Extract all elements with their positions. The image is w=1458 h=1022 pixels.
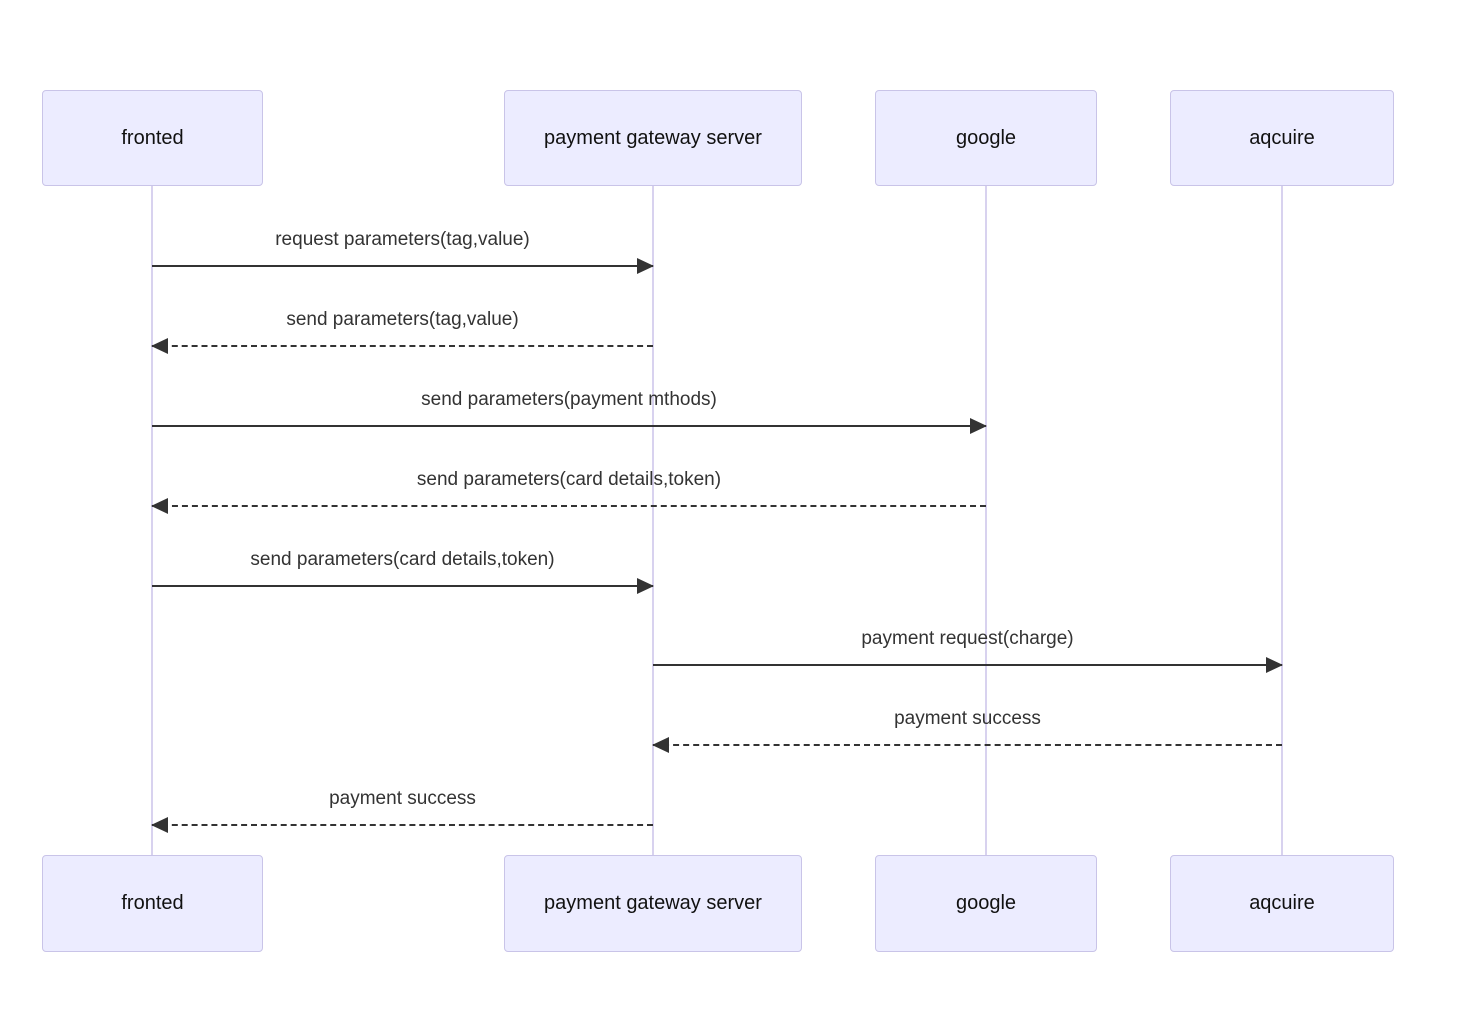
actor-bottom-aqcuire: aqcuire	[1170, 855, 1394, 952]
actor-bottom-payment-gateway-server: payment gateway server	[504, 855, 802, 952]
message-line-solid	[653, 664, 1282, 666]
actor-label: aqcuire	[1249, 126, 1315, 149]
actor-label: fronted	[121, 892, 184, 914]
message-line-dashed	[653, 744, 1282, 746]
lifeline-payment-gateway-server	[652, 186, 654, 855]
message-line-solid	[152, 425, 986, 427]
lifeline-fronted	[151, 186, 153, 855]
message-label: payment request(charge)	[861, 628, 1074, 649]
actor-bottom-google: google	[875, 855, 1097, 952]
message-label: send parameters(card details,token)	[416, 469, 722, 490]
message-label: send parameters(card details,token)	[250, 549, 555, 570]
actor-label: payment gateway server	[544, 892, 762, 914]
actor-label: fronted	[121, 126, 184, 149]
actor-label: aqcuire	[1249, 892, 1315, 914]
arrowhead-left-icon	[652, 737, 669, 753]
message-label: payment success	[329, 788, 476, 809]
arrowhead-left-icon	[151, 498, 168, 514]
message-label: send parameters(tag,value)	[286, 309, 519, 330]
message-line-dashed	[152, 824, 653, 826]
actor-top-google: google	[875, 90, 1097, 186]
lifeline-google	[985, 186, 987, 855]
actor-bottom-fronted: fronted	[42, 855, 263, 952]
arrowhead-right-icon	[637, 578, 654, 594]
message-label: send parameters(payment mthods)	[421, 389, 717, 410]
actor-label: google	[955, 892, 1017, 914]
actor-label: google	[955, 126, 1017, 149]
actor-label: payment gateway server	[544, 126, 762, 149]
lifeline-aqcuire	[1281, 186, 1283, 855]
arrowhead-left-icon	[151, 817, 168, 833]
arrowhead-left-icon	[151, 338, 168, 354]
actor-top-fronted: fronted	[42, 90, 263, 186]
arrowhead-right-icon	[970, 418, 987, 434]
message-line-dashed	[152, 505, 986, 507]
arrowhead-right-icon	[637, 258, 654, 274]
message-label: payment success	[894, 708, 1041, 729]
message-label: request parameters(tag,value)	[275, 229, 530, 250]
message-line-solid	[152, 265, 653, 267]
message-line-dashed	[152, 345, 653, 347]
actor-top-aqcuire: aqcuire	[1170, 90, 1394, 186]
arrowhead-right-icon	[1266, 657, 1283, 673]
actor-top-payment-gateway-server: payment gateway server	[504, 90, 802, 186]
message-line-solid	[152, 585, 653, 587]
